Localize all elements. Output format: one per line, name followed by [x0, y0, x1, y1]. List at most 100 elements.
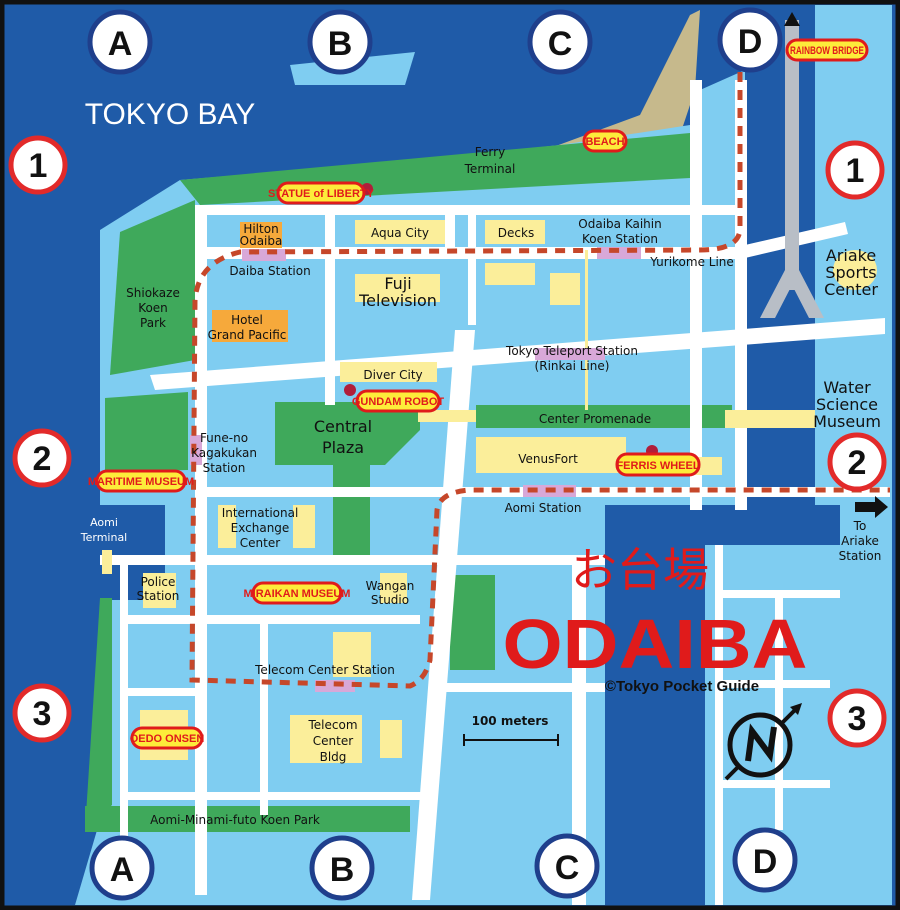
svg-text:Station: Station — [839, 549, 882, 563]
telecom-station-label: Telecom Center Station — [254, 663, 395, 677]
svg-text:Koen Station: Koen Station — [582, 232, 658, 246]
callout-oedo-onsen[interactable]: OEDO ONSEN — [130, 726, 205, 750]
svg-text:Station: Station — [203, 461, 246, 475]
arrow-right-icon — [855, 496, 888, 518]
arrow-up-icon — [784, 12, 800, 26]
callout-statue-of-liberty[interactable]: STATUE of LIBERTY — [268, 181, 375, 205]
grid-col-b-top: B — [307, 9, 373, 75]
aomi-minami-label: Aomi-Minami-futo Koen Park — [150, 813, 320, 827]
svg-text:Center: Center — [240, 536, 280, 550]
central-plaza-label: Central — [314, 417, 372, 436]
aomi-minami-park-strip — [85, 598, 112, 830]
water-science-label: Water — [823, 378, 871, 397]
venusfort-label: VenusFort — [518, 452, 578, 466]
center-promenade — [476, 405, 732, 428]
central-plaza — [275, 402, 420, 465]
central-plaza-strip — [333, 465, 370, 561]
logo-japanese: お台場 — [571, 543, 709, 597]
landmark-dot — [344, 384, 356, 396]
svg-text:GUNDAM ROBOT: GUNDAM ROBOT — [352, 396, 445, 408]
grid-markers: A B C D A B C D 1 2 3 1 2 3 — [8, 7, 887, 901]
park — [450, 575, 495, 670]
aqua-city-label: Aqua City — [371, 226, 429, 240]
diver-city-label: Diver City — [363, 368, 422, 382]
svg-text:B: B — [328, 25, 353, 63]
scale-bar: 100 meters — [463, 714, 559, 746]
logo-title: ODAIBA — [503, 605, 808, 683]
svg-text:Exchange: Exchange — [231, 521, 290, 535]
svg-text:STATUE of LIBERTY: STATUE of LIBERTY — [268, 188, 375, 200]
svg-text:Center: Center — [313, 734, 353, 748]
svg-text:Sports: Sports — [825, 263, 876, 282]
wangan-label: Wangan — [366, 579, 415, 593]
fuji-tv-label: Fuji — [384, 274, 411, 293]
ferry-terminal-label: Ferry — [475, 145, 505, 159]
svg-text:100 meters: 100 meters — [472, 714, 549, 728]
svg-text:A: A — [110, 851, 135, 889]
svg-text:FERRIS WHEEL: FERRIS WHEEL — [616, 460, 699, 472]
svg-text:Terminal: Terminal — [464, 162, 516, 176]
grid-row-2-left: 2 — [12, 428, 72, 488]
odaiba-kaihin-label: Odaiba Kaihin — [578, 217, 661, 231]
svg-text:Center: Center — [824, 280, 878, 299]
grid-row-1-right: 1 — [825, 140, 885, 200]
svg-text:OEDO ONSEN: OEDO ONSEN — [130, 733, 205, 745]
svg-text:Koen: Koen — [138, 301, 168, 315]
svg-text:2: 2 — [848, 444, 867, 482]
north-compass-icon — [724, 703, 802, 781]
svg-text:Science: Science — [816, 395, 878, 414]
shiokaze-park — [110, 200, 195, 375]
callout-miraikan-museum[interactable]: MIRAIKAN MUSEUM — [244, 581, 351, 605]
callout-ferris-wheel[interactable]: FERRIS WHEEL — [615, 452, 701, 477]
park — [105, 392, 188, 472]
aomi-station-label: Aomi Station — [505, 501, 582, 515]
roads — [100, 80, 890, 905]
svg-text:C: C — [555, 849, 580, 887]
svg-text:1: 1 — [846, 152, 865, 190]
grid-col-d-top: D — [717, 7, 783, 73]
callout-beach[interactable]: BEACH — [582, 129, 628, 153]
ariake-sports-label: Ariake — [826, 246, 876, 265]
svg-text:MIRAIKAN MUSEUM: MIRAIKAN MUSEUM — [244, 588, 351, 600]
grid-col-a-bottom: A — [89, 835, 155, 901]
callout-gundam-robot[interactable]: GUNDAM ROBOT — [352, 389, 445, 413]
aomi-minami-park — [85, 806, 410, 832]
svg-text:A: A — [108, 25, 133, 63]
callout-rainbow-bridge[interactable]: RAINBOW BRIDGE — [785, 38, 869, 62]
svg-text:Studio: Studio — [371, 593, 409, 607]
svg-text:D: D — [738, 23, 763, 61]
aomi-terminal-label: Aomi — [90, 516, 118, 529]
logo-credit: ©Tokyo Pocket Guide — [605, 678, 759, 695]
grid-row-3-left: 3 — [12, 683, 72, 743]
grid-col-c-bottom: C — [534, 833, 600, 899]
svg-text:Ariake: Ariake — [841, 534, 879, 548]
callout-maritime-museum[interactable]: MARITIME MUSEUM — [88, 469, 194, 493]
to-ariake-label: To — [853, 519, 867, 533]
grid-col-d-bottom: D — [732, 827, 798, 893]
intl-exchange-label: International — [222, 506, 299, 520]
svg-text:MARITIME MUSEUM: MARITIME MUSEUM — [88, 476, 194, 488]
telecom-bldg-label: Telecom — [307, 718, 357, 732]
yurikome-line-label: Yurikome Line — [649, 255, 734, 269]
police-label: Police — [141, 575, 176, 589]
svg-text:C: C — [548, 25, 573, 63]
tokyo-bay-label: TOKYO BAY — [85, 98, 256, 131]
svg-text:2: 2 — [33, 440, 52, 478]
svg-text:(Rinkai Line): (Rinkai Line) — [535, 359, 610, 373]
svg-text:Bldg: Bldg — [320, 750, 347, 764]
hotel-grand-pacific-label: Hotel — [231, 313, 263, 327]
grid-row-3-right: 3 — [827, 688, 887, 748]
svg-text:B: B — [330, 851, 355, 889]
grid-col-b-bottom: B — [309, 835, 375, 901]
grid-row-2-right: 2 — [827, 432, 887, 492]
svg-text:Television: Television — [358, 291, 437, 310]
svg-text:Terminal: Terminal — [80, 531, 128, 544]
svg-text:Kagakukan: Kagakukan — [191, 446, 257, 460]
svg-text:3: 3 — [33, 695, 52, 733]
rainbow-bridge — [760, 12, 824, 318]
hilton-label: Hilton — [243, 222, 278, 236]
shiokaze-label: Shiokaze — [126, 286, 180, 300]
svg-text:Grand Pacific: Grand Pacific — [208, 328, 287, 342]
center-promenade-label: Center Promenade — [539, 412, 651, 426]
